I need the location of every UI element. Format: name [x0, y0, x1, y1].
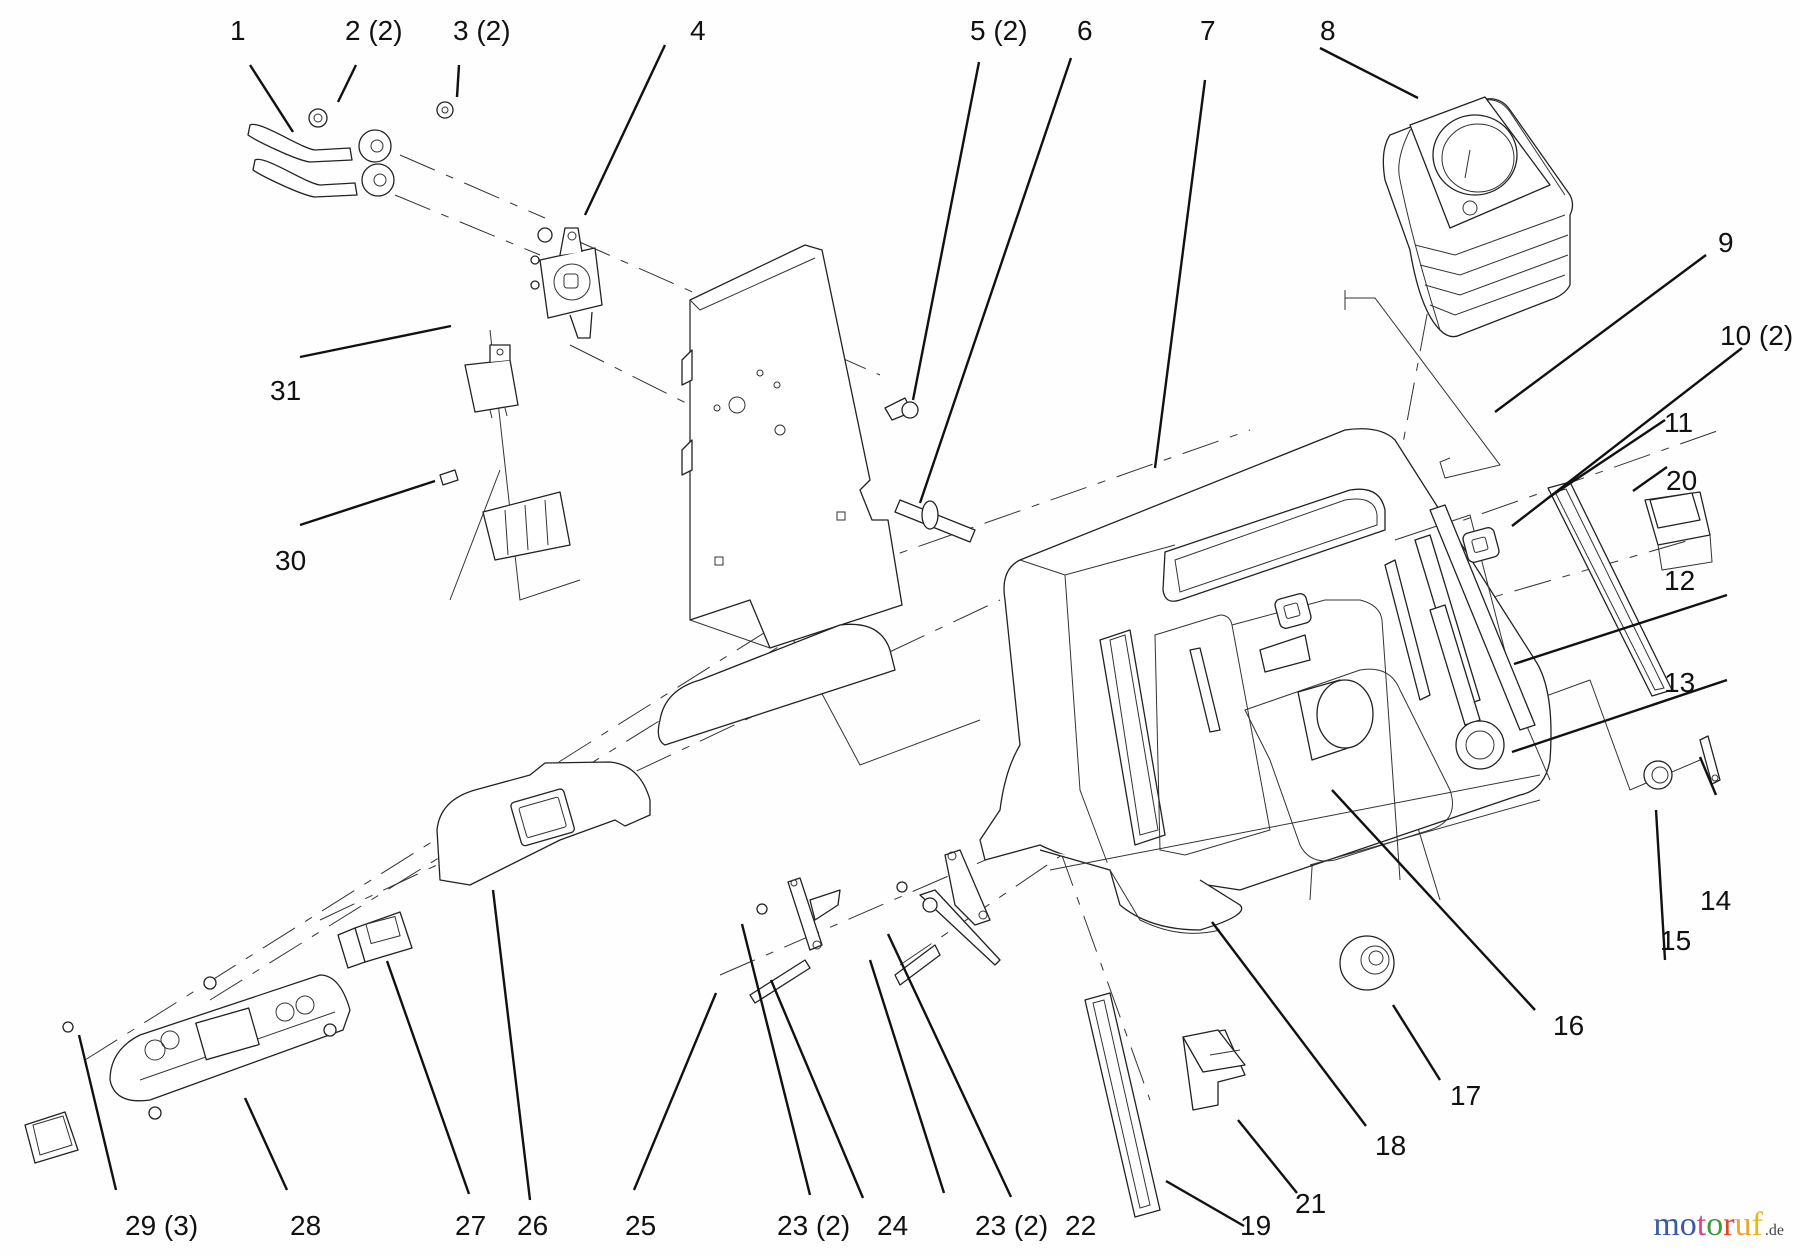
callout-23a: 23 (2)	[777, 1210, 850, 1241]
part-23-screw-b	[896, 881, 908, 893]
part-21-rocker-switch	[1182, 1029, 1246, 1111]
callout-9: 9	[1718, 227, 1734, 258]
part-23-screw-a	[756, 903, 768, 915]
callout-31: 31	[270, 375, 301, 406]
part-25-cover	[657, 623, 896, 746]
callout-23b: 23 (2)	[975, 1210, 1048, 1241]
part-4-solenoid	[530, 227, 603, 339]
callout-18: 18	[1375, 1130, 1406, 1161]
part-17-knob	[1339, 935, 1395, 991]
callout-17: 17	[1450, 1080, 1481, 1111]
watermark-letter: r	[1723, 1206, 1735, 1243]
leader-lines	[77, 44, 1743, 1228]
callout-19: 19	[1240, 1210, 1271, 1241]
watermark-letter: t	[1696, 1206, 1707, 1243]
callout-8: 8	[1320, 15, 1336, 46]
connector-plug	[24, 1111, 79, 1164]
callout-16: 16	[1553, 1010, 1584, 1041]
part-2-nut	[308, 108, 328, 128]
callout-11: 11	[1664, 407, 1693, 438]
callout-14: 14	[1700, 885, 1731, 916]
part-19-bezel	[1084, 992, 1161, 1218]
part-31-relay	[464, 344, 519, 419]
part-13-grommet	[1455, 720, 1505, 770]
watermark-letter: o	[1706, 1206, 1724, 1243]
callout-4: 4	[690, 15, 706, 46]
callout-10: 10 (2)	[1720, 320, 1793, 351]
part-27-display-module	[337, 911, 413, 969]
part-28-switch-bezel	[109, 974, 351, 1120]
callout-13: 13	[1664, 667, 1695, 698]
watermark-letter: m	[1653, 1206, 1680, 1243]
part-29-screw	[62, 1021, 74, 1033]
callout-30: 30	[275, 545, 306, 576]
callout-3: 3 (2)	[453, 15, 511, 46]
part-10-button-2	[1274, 593, 1312, 629]
part-15-knob	[1643, 760, 1673, 790]
part-12-strip	[1429, 504, 1536, 731]
part-11-bezel	[1547, 481, 1673, 697]
watermark-tld: .de	[1764, 1222, 1784, 1239]
callout-labels: 1 2 (2) 3 (2) 4 5 (2) 6 7 8 9 10 (2) 11 …	[125, 15, 1793, 1241]
part-5-bolt	[884, 397, 919, 421]
part-16-ignition-switch	[1297, 679, 1374, 761]
mounting-plate	[681, 244, 903, 649]
watermark-letter: u	[1734, 1206, 1752, 1243]
part-24-lever	[749, 877, 841, 1004]
callout-5: 5 (2)	[970, 15, 1028, 46]
part-6-pin	[894, 499, 976, 543]
watermark-letter: o	[1679, 1206, 1697, 1243]
part-3-nut	[436, 101, 454, 119]
callout-26: 26	[517, 1210, 548, 1241]
callout-6: 6	[1077, 15, 1093, 46]
part-8-shift-boot	[1382, 96, 1574, 338]
callout-1: 1	[230, 15, 246, 46]
callout-7: 7	[1200, 15, 1216, 46]
callout-20: 20	[1666, 465, 1697, 496]
callout-12: 12	[1664, 565, 1695, 596]
part-22-lever-bracket	[894, 849, 1001, 986]
motoruf-watermark-logo: motoruf.de	[1653, 1206, 1784, 1244]
callout-2: 2 (2)	[345, 15, 403, 46]
callout-25: 25	[625, 1210, 656, 1241]
callout-24: 24	[877, 1210, 908, 1241]
part-14-clip	[1699, 735, 1721, 785]
callout-22: 22	[1065, 1210, 1096, 1241]
part-18-front-panel	[1109, 869, 1221, 934]
callout-15: 15	[1660, 925, 1691, 956]
callout-28: 28	[290, 1210, 321, 1241]
part-1-battery-cables	[247, 123, 395, 198]
part-10-button	[1462, 527, 1500, 563]
part-7-console-housing	[979, 428, 1552, 931]
part-20-rocker-switch	[1644, 491, 1713, 571]
part-26-display-bezel	[436, 761, 651, 886]
part-9-rod	[1344, 290, 1501, 479]
callout-21: 21	[1295, 1188, 1326, 1219]
part-30-fuse-block	[439, 469, 571, 561]
callout-29: 29 (3)	[125, 1210, 198, 1241]
callout-27: 27	[455, 1210, 486, 1241]
watermark-letter: f	[1751, 1206, 1763, 1243]
